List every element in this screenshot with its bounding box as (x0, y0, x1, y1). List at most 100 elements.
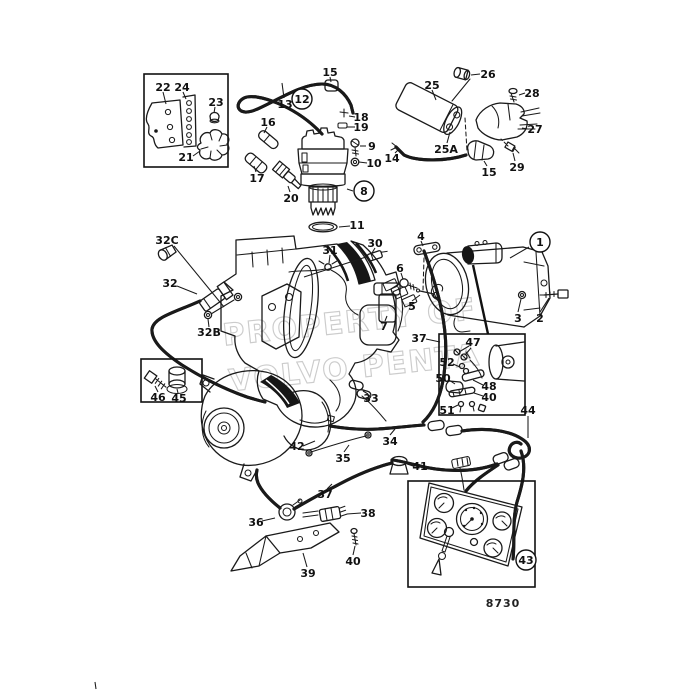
part-number-17: 17 (249, 172, 264, 185)
inset-box-solenoid-detail (438, 333, 526, 416)
connector-30-31 (288, 250, 388, 316)
part-number-9: 9 (368, 140, 376, 153)
part-number-38: 38 (360, 507, 375, 520)
part-number-34: 34 (382, 435, 398, 448)
part-number-21: 21 (178, 151, 193, 164)
figure-number: 8730 (486, 597, 521, 610)
wiring-harness (292, 249, 531, 561)
part-number-36: 36 (248, 516, 264, 529)
screw-40 (350, 527, 358, 535)
part-number-6: 6 (396, 262, 404, 275)
callout-circle-8 (353, 180, 375, 202)
screw-6 (399, 278, 409, 288)
part-number-19: 19 (353, 121, 368, 134)
part-number-2: 2 (536, 312, 544, 325)
part-number-37: 37 (317, 488, 332, 501)
gauge-small (492, 511, 512, 531)
inset-box-instrument-panel (407, 480, 536, 588)
part-number-20: 20 (283, 192, 299, 205)
part-number-5: 5 (408, 300, 416, 313)
part-number-7: 7 (380, 320, 388, 333)
solenoid (467, 242, 503, 265)
part-number-45: 45 (171, 392, 186, 405)
part-number-1: 1 (536, 236, 544, 249)
spark-plug-wire (236, 79, 355, 136)
part-number-32: 32 (162, 277, 177, 290)
part-number-23: 23 (208, 96, 223, 109)
part-number-11: 11 (349, 219, 364, 232)
wiring-loom (337, 242, 371, 284)
callout-circle-43 (515, 549, 537, 571)
callout-circle-1 (529, 231, 551, 253)
part-number-39: 39 (300, 567, 315, 580)
part-number-42: 42 (289, 440, 304, 453)
part-number-31: 31 (322, 244, 337, 257)
screw-29 (504, 141, 520, 154)
sender-32 (198, 281, 234, 312)
washer-3 (517, 290, 527, 300)
part-number-51: 51 (439, 404, 454, 417)
part-number-18: 18 (353, 111, 368, 124)
washer-10 (350, 157, 360, 167)
part-number-16: 16 (260, 116, 276, 129)
leader-lines (94, 73, 550, 690)
part-number-52: 52 (439, 356, 454, 369)
inline-connectors (244, 130, 302, 190)
bracket-hardware (373, 241, 441, 323)
part-number-33: 33 (363, 392, 378, 405)
connector-38 (318, 505, 348, 522)
part-number-15: 15 (322, 66, 337, 79)
part-number-47: 47 (465, 336, 480, 349)
part-number-26: 26 (480, 68, 496, 81)
ignition-coil (390, 66, 541, 162)
part-number-15: 15 (481, 166, 496, 179)
starter-motor (424, 239, 569, 335)
screw-28 (508, 87, 518, 95)
part-number-29: 29 (509, 161, 524, 174)
washer-32b (233, 292, 243, 302)
gauge-large (455, 502, 489, 536)
part-number-14: 14 (384, 152, 400, 165)
grommet-41 (390, 455, 408, 467)
coil-cap-nut (453, 66, 471, 81)
pulley (203, 407, 245, 449)
callout-circle-12 (291, 88, 313, 110)
part-number-12: 12 (294, 93, 309, 106)
plug-32c (157, 244, 177, 261)
part-number-32B: 32B (197, 326, 221, 339)
part-number-4: 4 (417, 230, 425, 243)
part-number-24: 24 (174, 81, 190, 94)
instrument-panel (419, 482, 523, 567)
part-number-44: 44 (520, 404, 536, 417)
part-number-13: 13 (277, 98, 292, 111)
gauge-small (433, 492, 455, 514)
bracket-39 (265, 522, 340, 554)
part-number-35: 35 (335, 452, 350, 465)
part-number-8: 8 (360, 185, 368, 198)
coil-cover (475, 102, 528, 141)
alternator (199, 369, 335, 482)
part-number-50: 50 (435, 372, 451, 385)
part-number-37: 37 (411, 332, 426, 345)
distributor (297, 127, 360, 233)
rubber-boot-7 (373, 282, 401, 296)
part-number-41: 41 (412, 460, 427, 473)
cable-clamp-36 (278, 503, 296, 521)
spark-plug (271, 160, 302, 190)
part-number-40: 40 (345, 555, 361, 568)
part-number-28: 28 (524, 87, 539, 100)
part-number-25: 25 (424, 79, 439, 92)
inset-box-45-46 (140, 358, 203, 403)
part-number-40: 40 (481, 391, 497, 404)
bolt-2 (557, 289, 569, 299)
part-number-30: 30 (367, 237, 383, 250)
part-number-10: 10 (366, 157, 382, 170)
sender-32-group (150, 244, 267, 404)
bottom-bracket-assembly (230, 468, 359, 572)
part-number-43: 43 (518, 554, 533, 567)
part-number-48: 48 (481, 380, 496, 393)
ignition-key (443, 526, 455, 538)
o-ring (308, 221, 338, 233)
